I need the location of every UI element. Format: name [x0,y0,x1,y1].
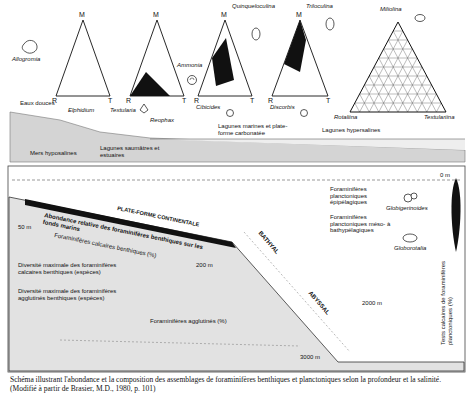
ternary-gridline [364,85,431,86]
ternary-vertex: R [268,97,273,105]
section-frame [8,166,465,372]
ternary-vertex: Textulariina [424,114,454,121]
ternary-triangle [350,22,446,112]
ternary-vertex: T [182,97,186,105]
ternary-vertex: R [126,97,131,105]
land-profile [10,112,465,162]
ternary-gridline [393,31,403,32]
ternary-vertex: R [194,97,199,105]
ternary-vertex: M [153,11,159,19]
ternary-grid [355,31,441,112]
ternary-gridline [384,49,413,50]
foram-icon [188,76,197,85]
ternary-gridline [360,31,403,112]
figure-caption: Schéma illustrant l'abondance et la comp… [10,376,463,393]
zone-boundary [244,232,350,352]
annotation: Diversité maximale des foraminifères cal… [18,262,136,275]
genus-name: Discorbis [270,104,295,111]
ternary-vertex: T [326,97,330,105]
foram-icon [403,234,417,242]
annotation: Tests calcaires de foraminifères plancto… [440,233,453,345]
foram-icon [252,28,260,40]
genus-name: Elphidium [68,107,94,114]
ternary-triangle [272,20,328,96]
ternary-triangle [56,20,110,96]
environment-label: Mers hyposalines [30,150,77,157]
environment-label: Eaux douces [20,100,55,107]
seafloor-sediment [9,197,464,371]
ternary-triangle [198,20,252,96]
genus-name: Cibicides [196,104,220,111]
agglutinated-trend [60,340,300,346]
annotation: Foraminifères planctoniques méso- à bath… [330,214,398,234]
water-body [150,139,465,150]
depth-label: 200 m [196,262,213,269]
foram-icon [22,40,37,53]
ternary-gridline [436,103,441,112]
ternary-triangle [130,20,184,96]
depth-label: 3000 m [300,354,320,361]
genus-name: Globorotalia [394,245,426,252]
ternary-vertex: T [250,97,254,105]
environment-label: Lagunes marines et plate-forme carbonaté… [218,123,302,136]
annotation: Diversité maximale des foraminifères agg… [18,288,136,301]
foram-icon [227,110,234,117]
annotation: Foraminifères planctoniques épipélagique… [330,186,398,206]
water-surface [150,139,465,140]
genus-name: Reophax [150,117,174,124]
ternary-vertex: M [79,11,85,19]
depth-label: 2000 m [362,300,382,307]
ternary-gridline [355,103,441,104]
ternary-gridline [355,103,360,112]
ternary-gridline [374,67,422,68]
environment-label: Lagunes hypersalines [322,127,392,134]
foram-icon [326,18,334,30]
ternary-gridline [379,49,413,112]
genus-name: Triloculina [306,3,333,10]
ternary-gridline [384,49,418,112]
sea-surface [12,180,462,181]
genus-name: Allogromia [12,56,40,63]
ternary-field [212,38,234,86]
foram-icon [301,110,308,117]
ternary-vertex: M [296,11,302,19]
ternary-gridline [364,85,378,112]
ternary-vertex: Miliolina [380,6,402,13]
ternary-gridline [388,40,426,112]
foram-icon [140,104,148,113]
ternary-gridline [393,31,436,112]
foram-icon [415,15,425,22]
genus-name: Globigerinoides [386,205,428,212]
environment-label: Lagunes saumâtres et estuaires [100,145,178,158]
ternary-gridline [360,94,437,95]
genus-name: Ammonia [177,62,202,69]
annotation: Foraminifères agglutinés (%) [150,318,227,325]
ternary-vertex: M [221,11,227,19]
genus-name: Quinqueloculina [232,3,275,10]
ternary-vertex: T [108,97,112,105]
ternary-gridline [398,67,422,112]
ternary-gridline [417,85,431,112]
ternary-vertex: Rotaliina [334,114,357,121]
ternary-field [284,20,306,72]
ternary-field [130,72,170,96]
foram-icon [190,78,194,80]
depth-label: 0 m [440,172,450,179]
depth-label: 50 m [18,224,31,231]
plankton-abundance-spindle [451,178,460,252]
genus-name: Textularia [110,107,136,114]
ternary-gridline [369,40,407,112]
ternary-gridline [374,67,398,112]
foram-icon [411,193,417,199]
